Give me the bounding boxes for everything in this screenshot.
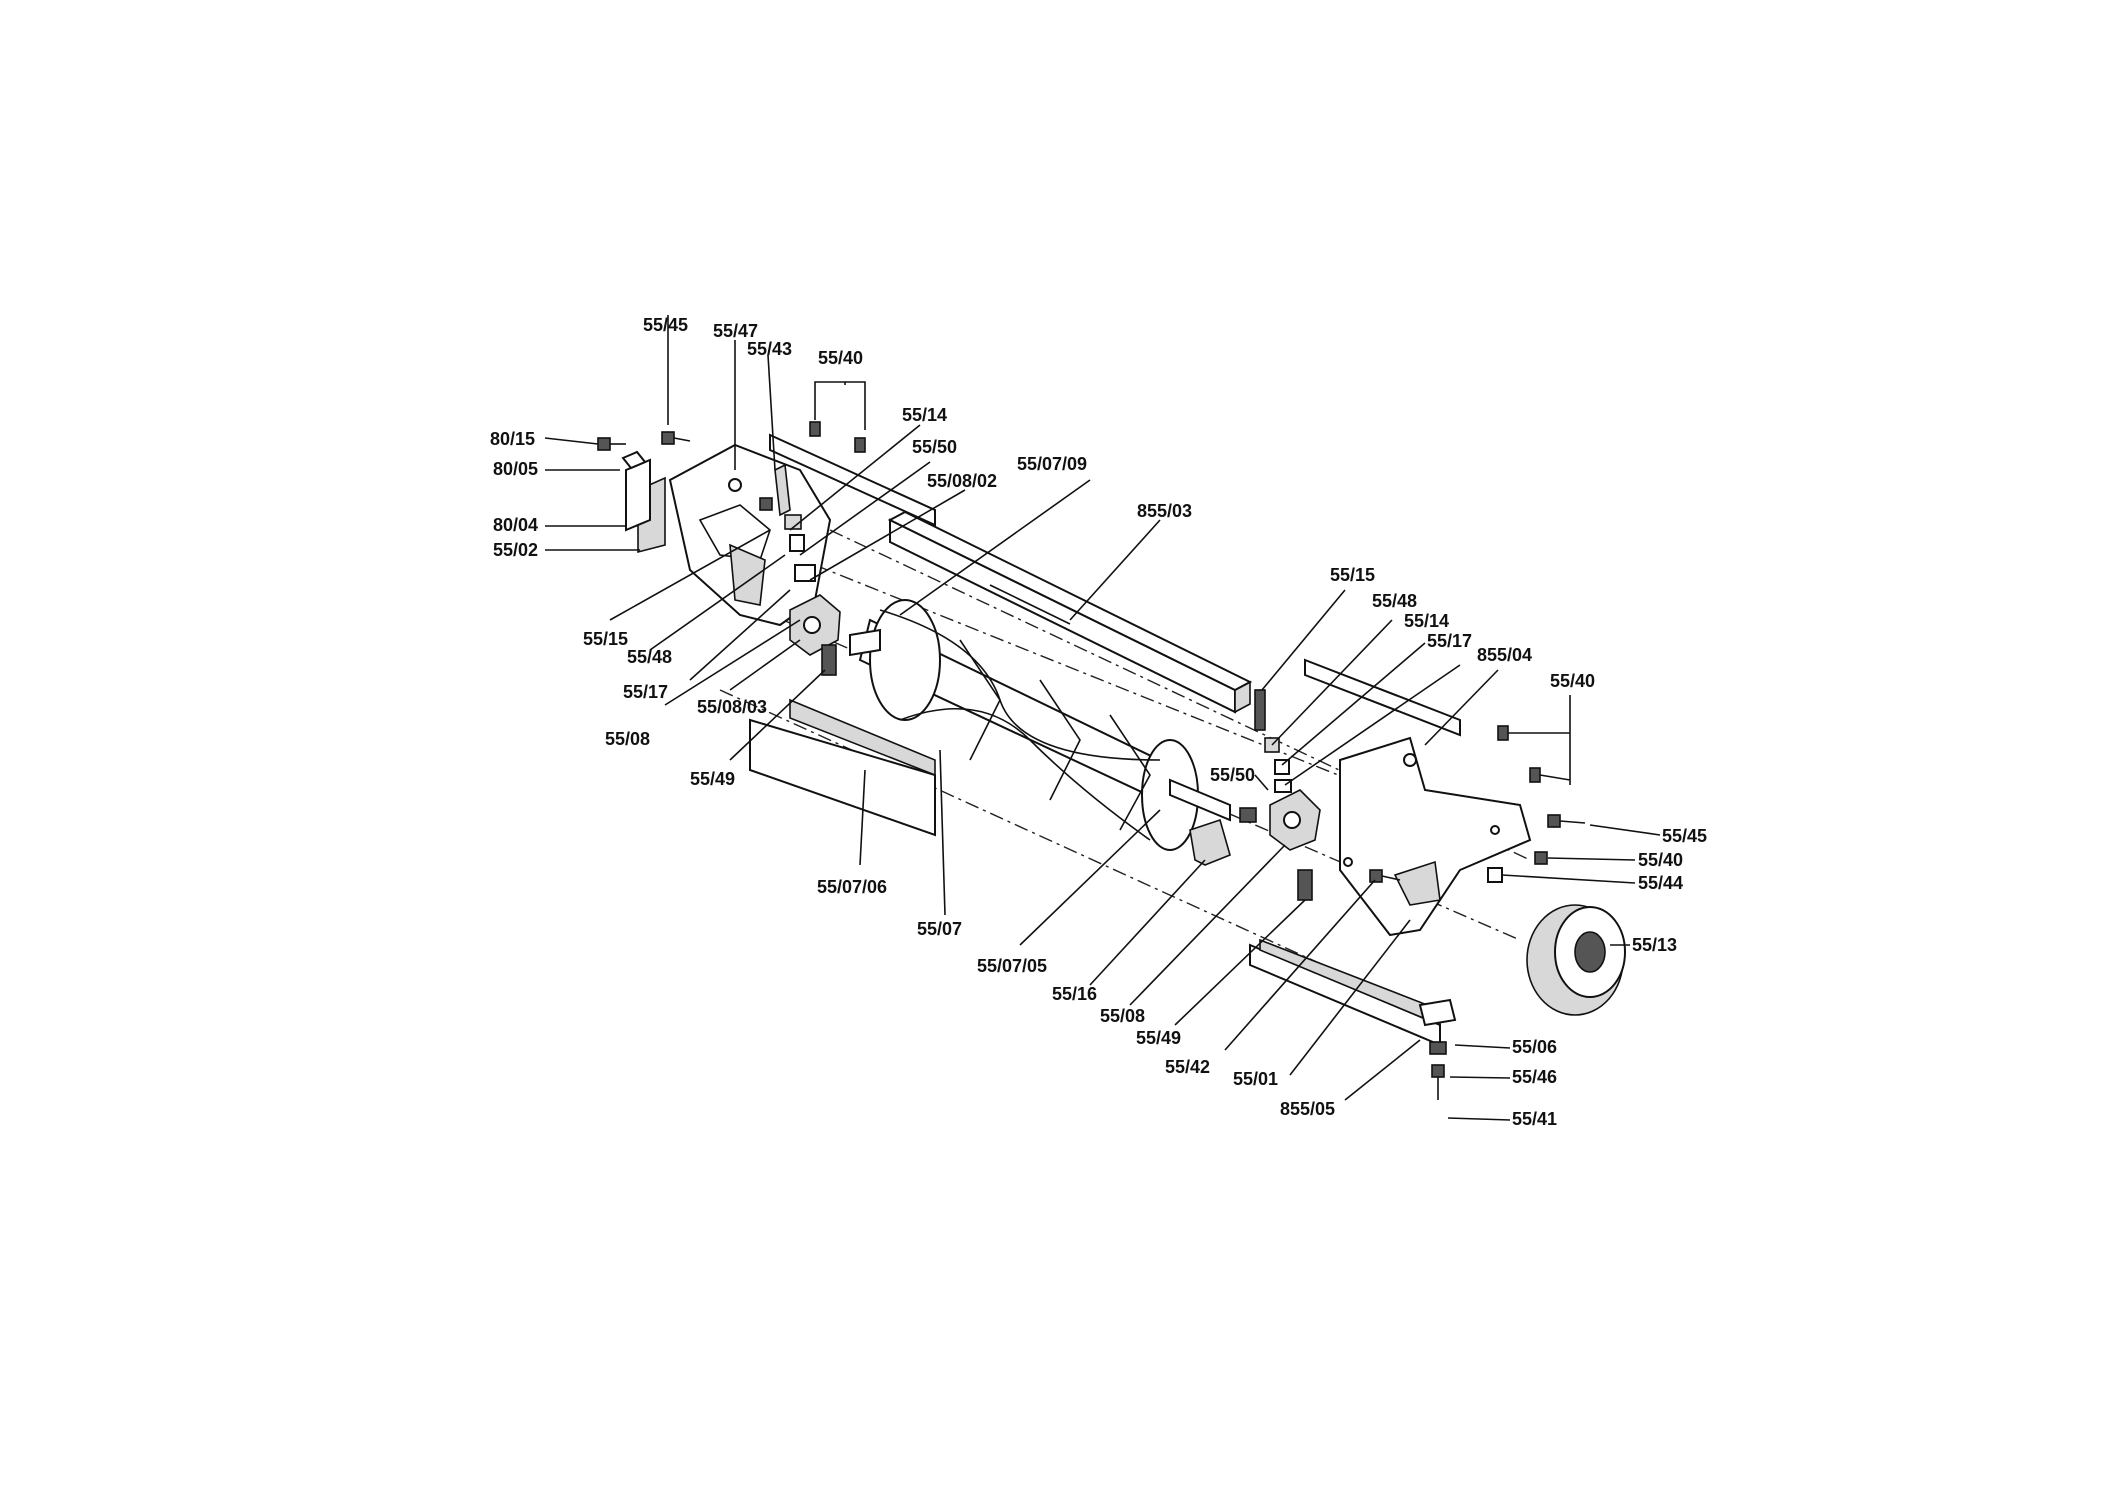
callout-55-43: 55/43 xyxy=(747,339,793,359)
callout-80-05: 80/05 xyxy=(493,459,539,479)
callout-55-45-top: 55/45 xyxy=(643,315,689,335)
callout-55-40-right: 55/40 xyxy=(1638,850,1684,870)
cutting-reel xyxy=(849,599,1257,851)
roller-wheel xyxy=(1526,904,1626,1016)
right-side-plate xyxy=(1339,736,1532,937)
callout-55-48-right: 55/48 xyxy=(1372,591,1418,611)
callout-55-44: 55/44 xyxy=(1638,873,1684,893)
callout-55-17-left: 55/17 xyxy=(623,682,669,702)
callout-55-08-02: 55/08/02 xyxy=(927,471,998,491)
callout-55-01: 55/01 xyxy=(1233,1069,1279,1089)
callout-55-46: 55/46 xyxy=(1512,1067,1558,1087)
callout-55-07-05: 55/07/05 xyxy=(977,956,1048,976)
callout-55-40-right-top: 55/40 xyxy=(1550,671,1596,691)
callout-55-42: 55/42 xyxy=(1165,1057,1211,1077)
callout-55-02: 55/02 xyxy=(493,540,539,560)
callout-55-14-right: 55/14 xyxy=(1404,611,1450,631)
callout-855-05: 855/05 xyxy=(1280,1099,1336,1119)
callout-55-40-top: 55/40 xyxy=(818,348,864,368)
callout-55-06: 55/06 xyxy=(1512,1037,1558,1057)
callout-55-08-left: 55/08 xyxy=(605,729,651,749)
callout-55-48-left: 55/48 xyxy=(627,647,673,667)
leader-lines xyxy=(544,315,1661,1121)
right-rail xyxy=(1304,658,1461,737)
callout-55-49-right: 55/49 xyxy=(1136,1028,1182,1048)
callout-55-13: 55/13 xyxy=(1632,935,1678,955)
callout-55-15-right: 55/15 xyxy=(1330,565,1376,585)
callout-55-08-03: 55/08/03 xyxy=(697,697,768,717)
callout-80-15: 80/15 xyxy=(490,429,536,449)
callout-55-07: 55/07 xyxy=(917,919,963,939)
callout-855-03: 855/03 xyxy=(1137,501,1193,521)
callout-55-17-right: 55/17 xyxy=(1427,631,1473,651)
callout-55-08-right: 55/08 xyxy=(1100,1006,1146,1026)
callout-55-07-09: 55/07/09 xyxy=(1017,454,1088,474)
callout-55-47: 55/47 xyxy=(713,321,759,341)
callout-55-14-left: 55/14 xyxy=(902,405,948,425)
callout-55-07-06: 55/07/06 xyxy=(817,877,888,897)
axis-line-lower xyxy=(719,689,1401,1001)
bottom-blade-right xyxy=(1249,938,1457,1047)
cross-bar-855-03 xyxy=(887,510,1253,714)
callout-55-49-left: 55/49 xyxy=(690,769,736,789)
callout-55-16: 55/16 xyxy=(1052,984,1098,1004)
callout-55-50-right: 55/50 xyxy=(1210,765,1256,785)
left-side-plate xyxy=(668,443,832,627)
callout-55-15-left: 55/15 xyxy=(583,629,629,649)
left-adjuster xyxy=(789,564,841,676)
callout-855-04: 855/04 xyxy=(1477,645,1533,665)
callout-80-04: 80/04 xyxy=(493,515,539,535)
left-screws xyxy=(597,421,866,552)
callout-55-50-left: 55/50 xyxy=(912,437,958,457)
right-adjuster xyxy=(1189,689,1321,901)
callout-55-41: 55/41 xyxy=(1512,1109,1558,1129)
bottom-blade-left xyxy=(749,698,936,837)
callout-55-45-right: 55/45 xyxy=(1662,826,1708,846)
left-bracket xyxy=(621,450,666,554)
axis-line-top xyxy=(829,529,1531,861)
